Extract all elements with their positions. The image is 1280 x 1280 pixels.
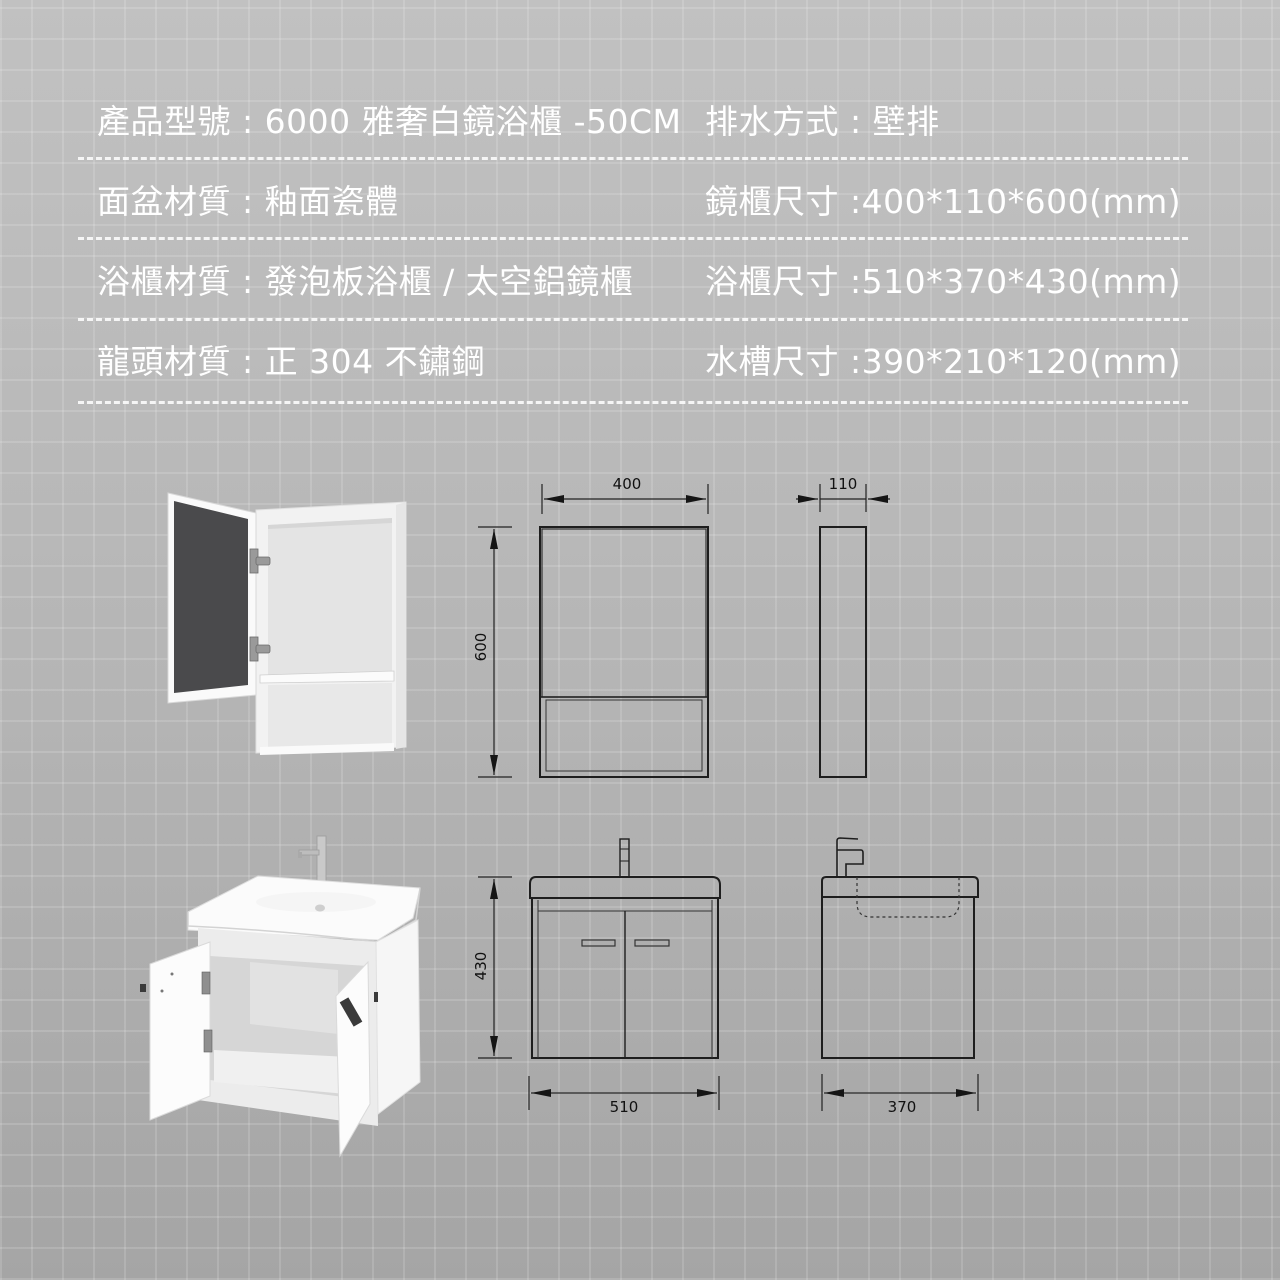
dimension-depth-label: 110: [829, 475, 858, 493]
spec-label: 排水方式: [705, 102, 839, 141]
dimension-width-label: 400: [613, 475, 642, 493]
spec-separator: :: [839, 102, 873, 141]
vanity-cabinet-drawing: 430 510 370: [472, 837, 979, 1116]
spec-label: 產品型號: [97, 102, 231, 141]
spec-drainage: 排水方式 : 壁排: [705, 100, 940, 144]
spec-row-4: 龍頭材質 : 正 304 不鏽鋼 水槽尺寸 :390*210*120(mm): [0, 340, 1280, 420]
spec-separator: :: [231, 102, 265, 141]
dashed-divider: [78, 237, 1188, 240]
spec-cabinet-material: 浴櫃材質 : 發泡板浴櫃 / 太空鋁鏡櫃: [97, 260, 633, 304]
faucet-icon: [836, 837, 864, 877]
spec-value: 390*210*120(mm): [861, 342, 1182, 381]
faucet-icon: [619, 838, 630, 878]
spec-separator: :: [231, 342, 265, 381]
dimension-height-label: 600: [472, 633, 490, 662]
dashed-divider: [78, 318, 1188, 321]
vanity-cabinet-photo: [140, 835, 421, 1158]
hinge-icon: [249, 548, 271, 662]
spec-label: 浴櫃尺寸: [705, 262, 839, 301]
spec-faucet-material: 龍頭材質 : 正 304 不鏽鋼: [97, 340, 485, 384]
dimension-width-label: 510: [610, 1098, 639, 1116]
mirror-cabinet-photo: [167, 492, 407, 755]
dimension-depth-label: 370: [888, 1098, 917, 1116]
spec-value: 釉面瓷體: [264, 182, 399, 221]
spec-separator: :: [231, 182, 265, 221]
spec-separator: :: [839, 262, 862, 301]
spec-sink-size: 水槽尺寸 :390*210*120(mm): [705, 340, 1181, 384]
spec-value: 510*370*430(mm): [861, 262, 1182, 301]
spec-value: 發泡板浴櫃 / 太空鋁鏡櫃: [264, 262, 634, 301]
spec-label: 面盆材質: [97, 182, 231, 221]
door-handle: [581, 939, 616, 947]
spec-row-2: 面盆材質 : 釉面瓷體 鏡櫃尺寸 :400*110*600(mm): [0, 180, 1280, 260]
dimension-height-label: 430: [472, 952, 490, 981]
spec-mirror-cabinet-size: 鏡櫃尺寸 :400*110*600(mm): [705, 180, 1181, 224]
spec-value: 6000 雅奢白鏡浴櫃 -50CM: [264, 102, 682, 141]
spec-value: 400*110*600(mm): [861, 182, 1182, 221]
spec-separator: :: [839, 182, 862, 221]
sink-outline-hidden: [856, 877, 960, 918]
spec-value: 壁排: [872, 102, 940, 141]
faucet-icon: [298, 835, 327, 887]
dashed-divider: [78, 401, 1188, 404]
spec-label: 龍頭材質: [97, 342, 231, 381]
spec-row-3: 浴櫃材質 : 發泡板浴櫃 / 太空鋁鏡櫃 浴櫃尺寸 :510*370*430(m…: [0, 260, 1280, 340]
spec-separator: :: [231, 262, 265, 301]
spec-row-1: 產品型號 : 6000 雅奢白鏡浴櫃 -50CM 排水方式 : 壁排: [0, 100, 1280, 180]
spec-label: 水槽尺寸: [705, 342, 839, 381]
spec-label: 浴櫃材質: [97, 262, 231, 301]
spec-value: 正 304 不鏽鋼: [264, 342, 486, 381]
door-handle: [634, 939, 670, 947]
mirror-cabinet-drawing: 400 600 110: [472, 475, 890, 778]
spec-basin-material: 面盆材質 : 釉面瓷體: [97, 180, 399, 224]
spec-model: 產品型號 : 6000 雅奢白鏡浴櫃 -50CM: [97, 100, 681, 144]
spec-vanity-cabinet-size: 浴櫃尺寸 :510*370*430(mm): [705, 260, 1181, 304]
spec-label: 鏡櫃尺寸: [705, 182, 839, 221]
dashed-divider: [78, 157, 1188, 160]
spec-separator: :: [839, 342, 862, 381]
